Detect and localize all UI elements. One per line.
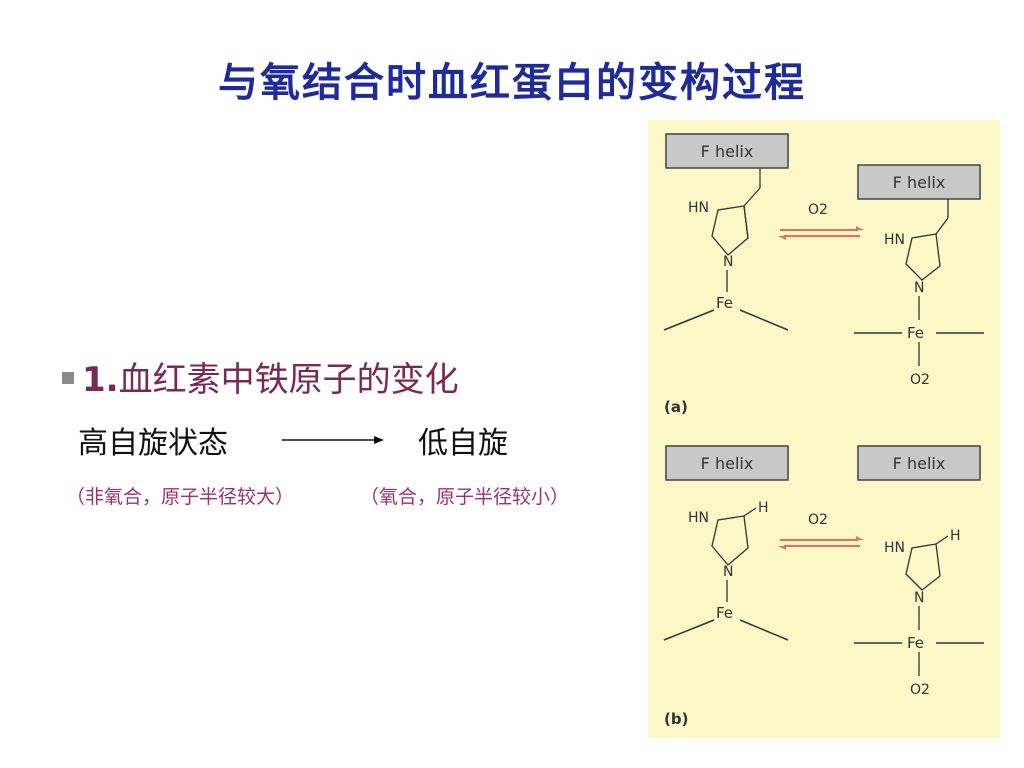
- helix-box: [665, 133, 789, 169]
- o2-label: O2: [910, 372, 930, 388]
- n-label: N: [723, 254, 733, 270]
- state-from: 高自旋状态: [78, 426, 228, 461]
- helix-box: [665, 445, 789, 481]
- hn-label: HN: [884, 232, 905, 248]
- panel-a-right: F helix HN N Fe O2: [854, 164, 984, 388]
- helix-label: F helix: [701, 454, 754, 473]
- panel-b: F helix H HN N Fe O2: [663, 445, 984, 728]
- heme-conformation-figure: F helix HN N Fe O2: [648, 120, 1000, 738]
- slide-title: 与氧结合时血红蛋白的变构过程: [218, 59, 806, 106]
- fe-label: Fe: [907, 324, 924, 342]
- imidazole-ring: [711, 515, 749, 566]
- panel-label: (a): [664, 398, 688, 416]
- helix-label: F helix: [893, 173, 946, 192]
- bullet-square-icon: [62, 372, 74, 384]
- arrow-o2-label: O2: [808, 512, 828, 528]
- n-label: N: [914, 280, 924, 296]
- o2-label: O2: [910, 682, 930, 698]
- bullet-heading: 1.血红素中铁原子的变化: [62, 352, 459, 401]
- note-oxy: （氧合，原子半径较小）: [360, 486, 570, 508]
- equilibrium-arrow-icon: O2: [778, 512, 864, 550]
- helix-box: [857, 164, 981, 200]
- helix-label: F helix: [893, 454, 946, 473]
- fe-label: Fe: [716, 604, 733, 622]
- panel-a: F helix HN N Fe O2: [663, 133, 984, 416]
- hn-label: HN: [688, 200, 709, 216]
- equilibrium-arrow-icon: O2: [778, 202, 864, 240]
- hn-label: HN: [884, 540, 905, 556]
- panel-b-right: F helix H HN N Fe O2: [854, 445, 984, 698]
- h-label: H: [950, 528, 961, 544]
- h-label: H: [758, 500, 769, 516]
- arrow-o2-label: O2: [808, 202, 828, 218]
- state-to: 低自旋: [418, 426, 508, 461]
- figure-svg: F helix HN N Fe O2: [663, 133, 984, 728]
- bullet-heading-text: 血红素中铁原子的变化: [118, 360, 459, 400]
- porphyrin-plane-left: [663, 309, 715, 331]
- porphyrin-plane-right: [739, 619, 789, 641]
- fe-label: Fe: [716, 294, 733, 312]
- hn-label: HN: [688, 510, 709, 526]
- panel-b-left: F helix H HN N Fe: [663, 445, 789, 641]
- imidazole-ring: [905, 233, 941, 281]
- imidazole-ring: [711, 205, 749, 256]
- fe-label: Fe: [907, 634, 924, 652]
- panel-label: (b): [664, 710, 688, 728]
- note-deoxy: （非氧合，原子半径较大）: [66, 486, 295, 508]
- panel-a-left: F helix HN N Fe: [663, 133, 789, 331]
- n-label: N: [723, 564, 733, 580]
- helix-box: [857, 445, 981, 481]
- helix-label: F helix: [701, 142, 754, 161]
- n-label: N: [914, 590, 924, 606]
- porphyrin-plane-right: [739, 309, 789, 331]
- imidazole-ring: [905, 543, 941, 591]
- bullet-number: 1.: [82, 360, 119, 400]
- porphyrin-plane-left: [663, 619, 715, 641]
- transition-arrow-icon: [282, 436, 384, 444]
